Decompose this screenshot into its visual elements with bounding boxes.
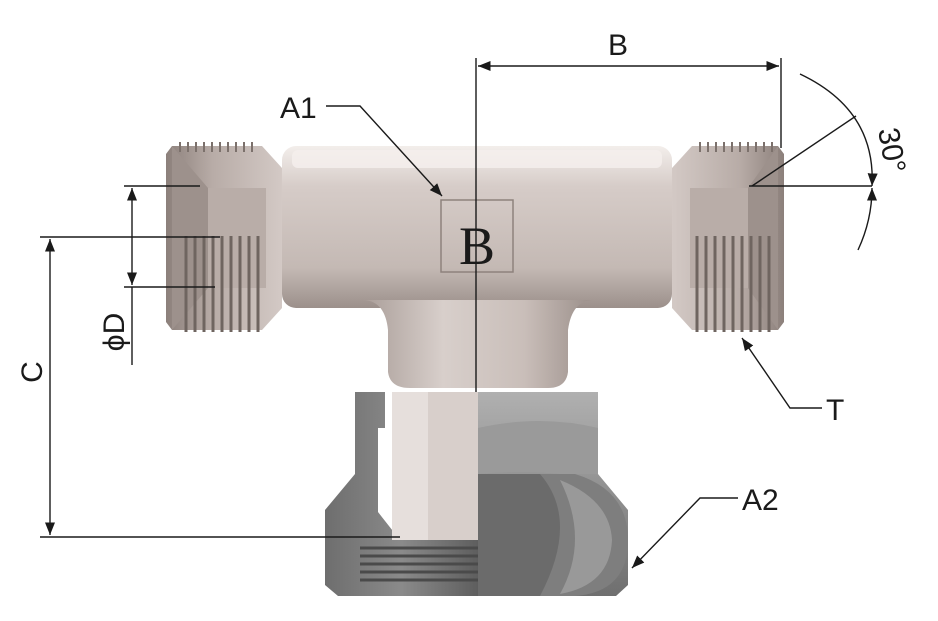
tee-run (282, 146, 672, 308)
label-a2: A2 (742, 484, 779, 517)
right-thread-side (695, 236, 771, 332)
body-mark-box (440, 199, 514, 273)
label-t: T (826, 394, 844, 427)
left-thread-top (179, 142, 253, 152)
labels: B A1 A2 T C ϕD 30° (16, 29, 912, 517)
label-c: C (16, 361, 49, 383)
label-diameter-d: ϕD (98, 313, 131, 351)
body-mark-letter: B (459, 216, 495, 276)
left-threaded-end (166, 142, 282, 332)
right-threaded-end (672, 142, 784, 332)
angle-arc (799, 73, 878, 187)
nut-internal-thread (360, 546, 478, 582)
dimension-lines (40, 58, 878, 569)
label-angle: 30° (871, 125, 911, 175)
tee-stem (362, 300, 594, 388)
a1-leader (326, 105, 443, 197)
a2-leader (631, 497, 738, 569)
t-leader (741, 337, 822, 409)
left-thread-side (184, 236, 260, 332)
label-a1: A1 (280, 92, 317, 125)
fitting-body: B (282, 146, 672, 388)
swivel-nut (325, 392, 628, 596)
right-thread-top (699, 142, 773, 152)
label-b: B (608, 29, 628, 62)
